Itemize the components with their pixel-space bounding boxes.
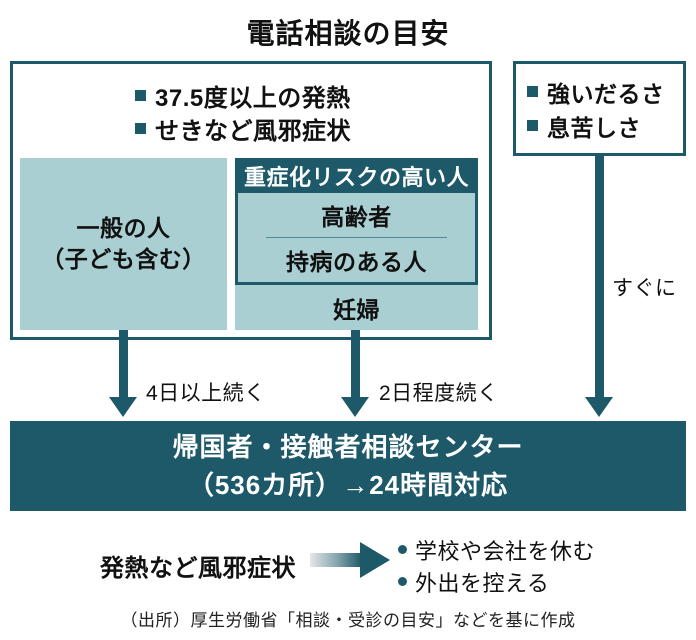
down-arrow-urgent-head-icon: [585, 397, 613, 417]
high-risk-group: 重症化リスクの高い人 高齢者 持病のある人 妊婦: [235, 158, 478, 330]
list-item: 強いだるさ: [527, 75, 683, 109]
list-item: 学校や会社を休む: [398, 537, 595, 564]
duration-label-risk: 2日程度続く: [379, 382, 499, 405]
bullet-square-icon: [135, 123, 146, 134]
bullet-square-icon: [527, 86, 538, 97]
right-arrow-shaft: [310, 553, 362, 567]
right-arrow-head-icon: [360, 542, 390, 578]
page-title: 電話相談の目安: [246, 18, 450, 49]
urgent-bullet-text: 強いだるさ: [547, 80, 665, 107]
symptom-bullet-list: 37.5度以上の発熱 せきなど風邪症状: [135, 79, 351, 145]
advice-text: 学校や会社を休む: [415, 538, 596, 564]
bullet-square-icon: [527, 120, 538, 131]
high-risk-list: 高齢者 持病のある人: [235, 193, 478, 285]
bullet-square-icon: [135, 90, 146, 101]
duration-label-urgent: すぐに: [612, 277, 677, 300]
general-people-line1: 一般の人: [76, 215, 171, 241]
banner-line1: 帰国者・接触者相談センター: [172, 432, 524, 462]
list-item: 37.5度以上の発熱: [135, 79, 351, 112]
duration-label-general: 4日以上続く: [146, 382, 266, 405]
list-item: 高齢者: [321, 204, 392, 230]
general-people-box: 一般の人 （子ども含む）: [20, 158, 227, 330]
list-item: せきなど風邪症状: [135, 112, 351, 145]
source-note: （出所）厚生労働省「相談・受診の目安」などを基に作成: [120, 611, 576, 630]
banner-line2: （536カ所）→24時間対応: [187, 470, 509, 500]
pregnant-row: 妊婦: [235, 285, 478, 330]
down-arrow-general-head-icon: [109, 397, 137, 417]
bullet-dot-icon: [398, 545, 407, 554]
down-arrow-general-stem: [119, 330, 128, 397]
urgent-symptom-box: 強いだるさ 息苦しさ: [513, 61, 686, 156]
symptom-bullet-text: せきなど風邪症状: [155, 118, 351, 145]
down-arrow-urgent-stem: [595, 156, 604, 397]
down-arrow-risk-head-icon: [341, 397, 369, 417]
high-risk-header: 重症化リスクの高い人: [235, 158, 478, 193]
urgent-bullet-text: 息苦しさ: [547, 114, 641, 141]
fever-symptom-label: 発熱など風邪症状: [100, 555, 296, 582]
advice-list: 学校や会社を休む 外出を控える: [398, 537, 595, 601]
consultation-center-banner: 帰国者・接触者相談センター （536カ所）→24時間対応: [10, 421, 686, 511]
symptom-bullet-text: 37.5度以上の発熱: [155, 85, 351, 112]
down-arrow-risk-stem: [351, 330, 360, 397]
list-item: 持病のある人: [286, 249, 427, 275]
list-item: 息苦しさ: [527, 109, 683, 143]
divider: [266, 237, 447, 238]
bullet-dot-icon: [398, 577, 407, 586]
advice-text: 外出を控える: [415, 570, 550, 596]
general-people-line2: （子ども含む）: [41, 246, 206, 272]
list-item: 外出を控える: [398, 569, 595, 596]
